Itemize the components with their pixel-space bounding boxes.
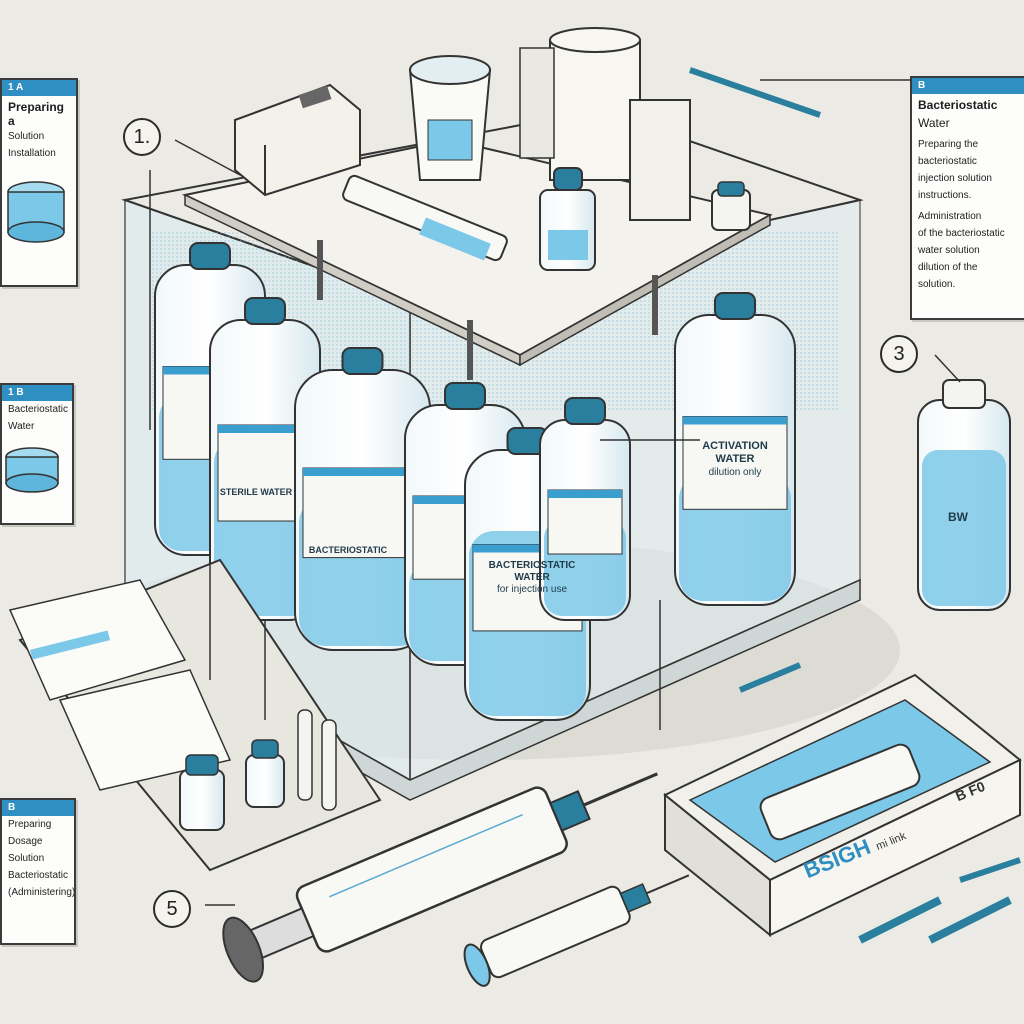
panel-line: Dosage <box>8 836 43 847</box>
glass-bottle <box>539 397 631 621</box>
panel-line: Preparing the <box>918 139 979 150</box>
shelf-cylinder <box>519 27 691 221</box>
panel-line: Administration <box>918 211 982 222</box>
small-syringe <box>463 874 690 987</box>
panel-heading: Bacteriostatic <box>918 98 998 112</box>
panel-line: solution. <box>918 279 956 290</box>
shelf-bucket <box>408 55 492 181</box>
front-bottle-title: BACTERIOSTATIC WATER <box>488 560 576 583</box>
shelf-box <box>234 83 361 197</box>
step-marker-5: 5 <box>153 890 191 928</box>
panel-tag: B <box>912 78 1024 94</box>
shelf-vial <box>539 167 596 271</box>
step-marker-3: 3 <box>880 335 918 373</box>
panel-line: Solution <box>8 131 45 142</box>
panel-line: of the bacteriostatic <box>918 228 1005 239</box>
cap-vial <box>711 181 751 231</box>
panel-line: Solution <box>8 853 45 864</box>
panel-line: water solution <box>918 245 980 256</box>
large-syringe <box>222 772 658 983</box>
callout-lines <box>149 79 915 906</box>
front-bottle-subtitle: for injection use <box>496 584 568 595</box>
dish-icon <box>5 447 59 493</box>
left-tray <box>8 558 382 872</box>
panel-top-left: 1 A Preparing a Solution Installation <box>0 78 78 287</box>
panel-line: Installation <box>8 148 56 159</box>
panel-tag: B <box>2 800 74 816</box>
panel-subheading: Water <box>918 116 950 130</box>
syringe-box <box>663 673 1022 938</box>
mid-bottle-label: BACTERIOSTATIC <box>308 545 388 555</box>
panel-line: bacteriostatic <box>918 156 977 167</box>
panel-tag: 1 A <box>2 80 76 96</box>
panel-line: injection solution <box>918 173 992 184</box>
bowl-icon <box>7 181 65 243</box>
panel-line: Bacteriostatic <box>8 404 69 415</box>
panel-tag: 1 B <box>2 385 72 401</box>
right-bottle-title: ACTIVATION WATER <box>702 440 768 465</box>
right-bottle-subtitle: dilution only <box>708 467 762 478</box>
panel-bottom-left: B Preparing Dosage Solution Bacteriostat… <box>0 798 76 945</box>
left-bottle-label: STERILE WATER <box>219 487 293 497</box>
loose-needles <box>689 67 1021 944</box>
panel-line: instructions. <box>918 190 972 201</box>
panel-line: Water <box>8 421 35 432</box>
standalone-bottle <box>917 354 1011 611</box>
panel-line: Bacteriostatic <box>8 870 69 881</box>
panel-top-right: B Bacteriostatic Water Preparing the bac… <box>910 76 1024 320</box>
panel-line: Preparing <box>8 819 52 830</box>
right-bottle-label: ACTIVATION WATER dilution only <box>682 440 788 479</box>
shelf-syringe <box>342 174 508 262</box>
step-marker-1: 1. <box>123 118 161 156</box>
panel-line: (Administering) <box>8 887 76 898</box>
glass-bottle <box>674 292 796 606</box>
panel-heading: Preparing a <box>8 100 65 128</box>
panel-mid-left: 1 B Bacteriostatic Water <box>0 383 74 525</box>
standalone-bottle-mark: BW <box>948 510 968 524</box>
panel-line: dilution of the <box>918 262 978 273</box>
front-bottle-label: BACTERIOSTATIC WATER for injection use <box>478 560 586 596</box>
glass-bottle <box>294 347 431 651</box>
